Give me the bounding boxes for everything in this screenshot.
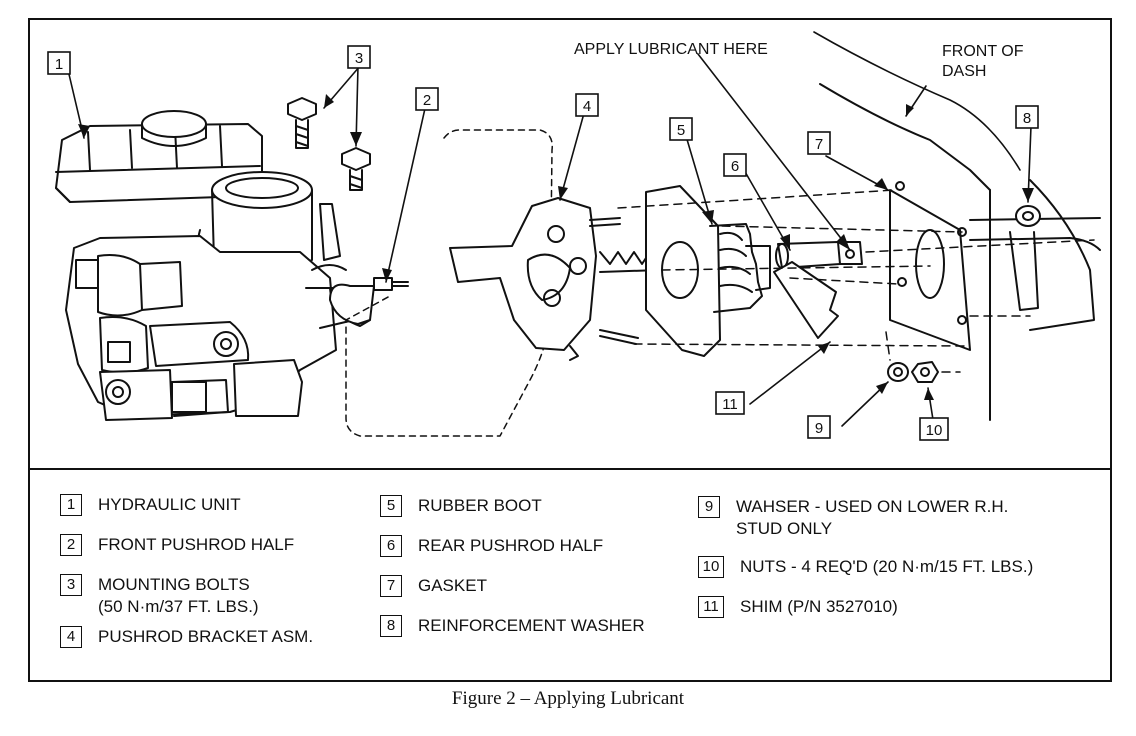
callout-10: 10 xyxy=(919,417,949,441)
exploded-diagram: APPLY LUBRICANT HERE FRONT OF DASH 1 3 2… xyxy=(47,31,1101,441)
hydraulic-unit-drawing xyxy=(55,110,409,421)
legend-item-11: 11 SHIM (P/N 3527010) xyxy=(698,596,898,618)
legend-item-9: 9 WAHSER - USED ON LOWER R.H. STUD ONLY xyxy=(698,496,1008,540)
figure-frame: APPLY LUBRICANT HERE FRONT OF DASH 1 3 2… xyxy=(28,18,1112,682)
washer-nut-drawing xyxy=(887,361,939,383)
legend-number: 7 xyxy=(380,575,402,597)
legend-number: 9 xyxy=(698,496,720,518)
legend-item-4: 4 PUSHROD BRACKET ASM. xyxy=(60,626,313,648)
callout-6-number: 6 xyxy=(731,158,739,175)
callout-3-number: 3 xyxy=(355,50,363,67)
legend-item-2: 2 FRONT PUSHROD HALF xyxy=(60,534,294,556)
legend-text: REINFORCEMENT WASHER xyxy=(418,616,645,635)
rubber-boot-drawing xyxy=(645,185,771,357)
legend-text: HYDRAULIC UNIT xyxy=(98,495,241,514)
legend-item-1: 1 HYDRAULIC UNIT xyxy=(60,494,241,516)
callout-10-number: 10 xyxy=(926,422,943,439)
callout-2: 2 xyxy=(415,87,439,111)
callout-9: 9 xyxy=(807,415,831,439)
legend-text: FRONT PUSHROD HALF xyxy=(98,535,295,554)
legend-text: RUBBER BOOT xyxy=(418,496,542,515)
callout-11: 11 xyxy=(715,391,745,415)
legend-item-10: 10 NUTS - 4 REQ'D (20 N·m/15 FT. LBS.) xyxy=(698,556,1033,578)
callout-5-number: 5 xyxy=(677,122,685,139)
legend-text: SHIM (P/N 3527010) xyxy=(740,597,898,616)
legend-number: 3 xyxy=(60,574,82,596)
callout-6: 6 xyxy=(723,153,747,177)
figure-caption: Figure 2 – Applying Lubricant xyxy=(451,688,685,709)
legend-item-7: 7 GASKET xyxy=(380,575,487,597)
legend-text: NUTS - 4 REQ'D (20 N·m/15 FT. LBS.) xyxy=(740,557,1034,576)
legend-text: MOUNTING BOLTS (50 N·m/37 FT. LBS.) xyxy=(98,575,259,616)
callout-5: 5 xyxy=(669,117,693,141)
legend-text: PUSHROD BRACKET ASM. xyxy=(98,627,314,646)
legend-text: GASKET xyxy=(418,576,487,595)
apply-lubricant-label: APPLY LUBRICANT HERE xyxy=(574,41,768,58)
callout-4: 4 xyxy=(575,93,599,117)
legend-item-6: 6 REAR PUSHROD HALF xyxy=(380,535,603,557)
callout-1: 1 xyxy=(47,51,71,75)
front-of-dash-label-line2: DASH xyxy=(942,63,986,80)
legend-item-3: 3 MOUNTING BOLTS (50 N·m/37 FT. LBS.) xyxy=(60,574,259,618)
legend-number: 4 xyxy=(60,626,82,648)
legend-number: 6 xyxy=(380,535,402,557)
legend-item-5: 5 RUBBER BOOT xyxy=(380,495,542,517)
callout-8: 8 xyxy=(1015,105,1039,129)
legend-number: 2 xyxy=(60,534,82,556)
mounting-bolts-drawing xyxy=(287,97,371,191)
callout-11-number: 11 xyxy=(722,396,738,413)
callout-2-number: 2 xyxy=(423,92,431,109)
callout-1-number: 1 xyxy=(55,56,63,73)
callout-3: 3 xyxy=(347,45,371,69)
legend-divider xyxy=(30,468,1110,470)
legend-number: 1 xyxy=(60,494,82,516)
legend-text: REAR PUSHROD HALF xyxy=(418,536,604,555)
shim-drawing xyxy=(773,261,839,339)
callout-7: 7 xyxy=(807,131,831,155)
callout-4-number: 4 xyxy=(583,98,591,115)
callout-9-number: 9 xyxy=(815,420,823,437)
legend-number: 10 xyxy=(698,556,724,578)
legend-item-8: 8 REINFORCEMENT WASHER xyxy=(380,615,645,637)
legend-number: 5 xyxy=(380,495,402,517)
legend-number: 8 xyxy=(380,615,402,637)
callout-8-number: 8 xyxy=(1023,110,1031,127)
legend-text: WAHSER - USED ON LOWER R.H. STUD ONLY xyxy=(736,497,1009,538)
front-of-dash-label-line1: FRONT OF xyxy=(942,43,1024,60)
legend-number: 11 xyxy=(698,596,724,618)
pushrod-bracket-drawing xyxy=(449,197,661,361)
callout-7-number: 7 xyxy=(815,136,823,153)
